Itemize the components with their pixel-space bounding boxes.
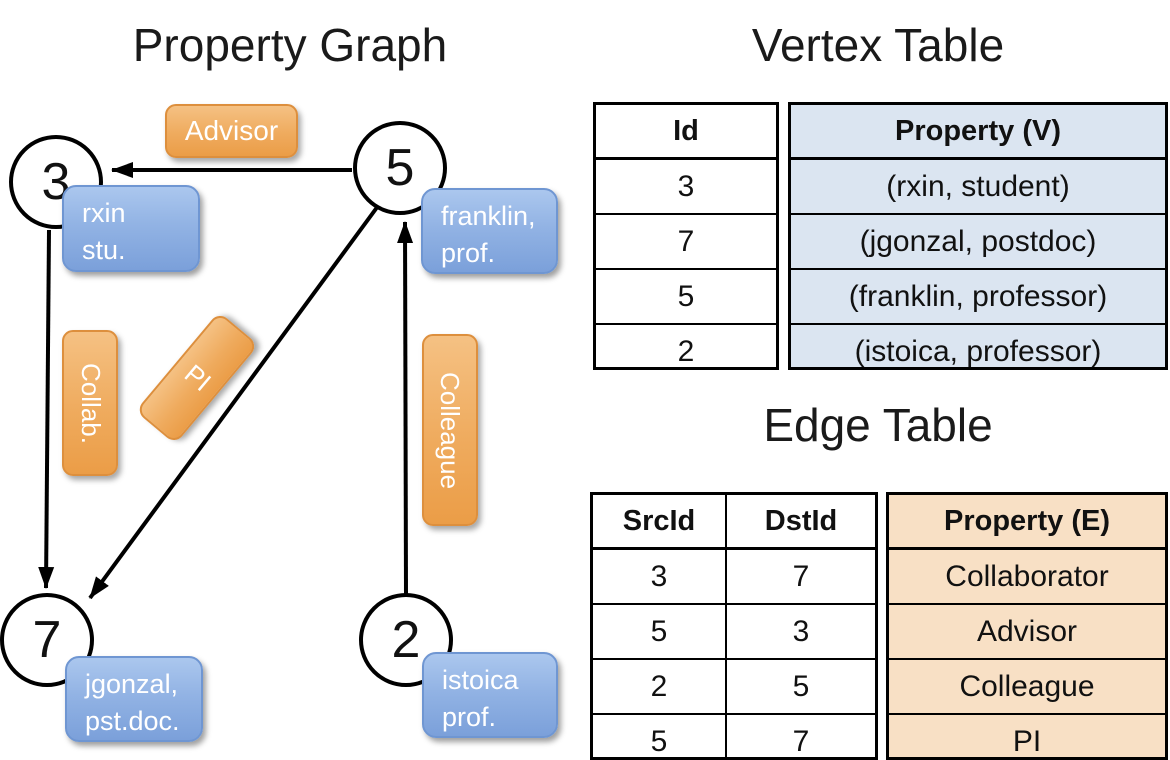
advisor-label-text: Advisor [184,115,279,146]
table-cell: Colleague [889,660,1165,715]
table-cell: 2 [593,660,725,715]
table-cell: (rxin, student) [791,160,1165,215]
table-cell: (franklin, professor) [791,270,1165,325]
vertex-3-role: stu. [82,235,126,265]
edge-label-advisor: Advisor [165,104,298,158]
vertex-table-title: Vertex Table [751,19,1005,71]
edge-table-dstid-column: DstId 7 3 5 7 [725,495,875,758]
vertex-property-box-7: jgonzal, pst.doc. [65,656,203,742]
table-cell: 7 [596,215,776,270]
collab-label-text: Collab. [75,362,106,444]
table-cell: 5 [650,724,668,758]
table-cell: 3 [596,160,776,215]
edge-table-srcid-header: SrcId [593,495,725,550]
table-cell: 5 [727,660,875,715]
edge-pi-5-to-7 [88,204,380,600]
edge-table-property-header: Property (E) [889,495,1165,550]
colleague-label-text: Colleague [435,371,466,489]
edge-colleague-2-to-5 [397,221,414,595]
vertex-7-role: pst.doc. [85,706,180,736]
node-7-label: 7 [32,611,62,669]
node-2-label: 2 [391,611,421,669]
vertex-5-name: franklin, [441,201,536,231]
vertex-2-name: istoica [442,665,519,695]
vertex-table-property-header: Property (V) [791,105,1165,160]
pi-label-text: PI [178,358,217,398]
graph-node-2: 2 [359,593,453,687]
table-cell: 3 [727,605,875,660]
table-cell: 7 [727,550,875,605]
vertex-property-box-2: istoica prof. [422,652,558,738]
vertex-table-id-header: Id [596,105,776,160]
table-cell: 7 [792,724,810,758]
edge-table-title: Edge Table [763,399,993,451]
edge-collaborator-3-to-7 [38,229,55,589]
edge-table-id-columns: SrcId 3 5 2 5 DstId 7 3 5 7 [590,492,878,760]
vertex-property-box-3: rxin stu. [62,185,200,272]
table-cell: Advisor [889,605,1165,660]
table-cell: 2 [677,334,695,368]
table-cell: (jgonzal, postdoc) [791,215,1165,270]
table-cell: PI [1012,724,1042,758]
vertex-table-id-column: Id 3 7 5 2 [593,102,779,370]
vertex-7-name: jgonzal, [85,669,179,699]
edge-table-property-column: Property (E) Collaborator Advisor Collea… [886,492,1168,760]
edge-table-dstid-header: DstId [727,495,875,550]
property-graph-title: Property Graph [132,19,448,71]
table-cell: (istoica, professor) [854,334,1102,368]
vertex-3-name: rxin [82,198,126,228]
vertex-table-property-column: Property (V) (rxin, student) (jgonzal, p… [788,102,1168,370]
vertex-2-role: prof. [442,702,497,732]
edge-table-srcid-column: SrcId 3 5 2 5 [593,495,725,758]
edge-label-collab: Collab. [62,330,118,476]
vertex-property-box-5: franklin, prof. [421,188,558,274]
table-cell: Collaborator [889,550,1165,605]
graph-node-5: 5 [353,121,447,215]
edge-label-colleague: Colleague [422,334,478,526]
node-5-label: 5 [385,139,415,197]
vertex-5-role: prof. [441,238,496,268]
table-cell: 3 [593,550,725,605]
table-cell: 5 [593,605,725,660]
table-cell: 5 [596,270,776,325]
